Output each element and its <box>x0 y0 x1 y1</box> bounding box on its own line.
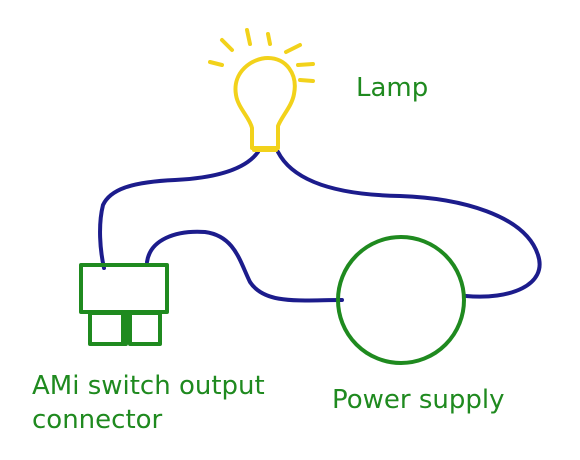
lamp-rays <box>208 28 315 83</box>
power-supply-label: Power supply <box>332 385 505 415</box>
connector-pin-left <box>88 311 128 346</box>
wire-lamp-to-power-supply <box>276 150 542 299</box>
connector-label-line2: connector <box>32 405 163 435</box>
lamp-icon <box>208 28 315 152</box>
connector-label-line1: AMi switch output <box>32 371 265 401</box>
wire-lamp-to-connector <box>98 150 260 270</box>
power-supply-circle <box>336 235 466 365</box>
connector-body <box>79 263 169 314</box>
lamp-bulb <box>233 56 297 150</box>
switch-output-connector <box>79 263 169 346</box>
connector-pin-right <box>128 311 162 346</box>
wires <box>98 150 542 303</box>
wire-connector-to-power-supply <box>145 229 344 303</box>
lamp-label: Lamp <box>356 73 428 103</box>
